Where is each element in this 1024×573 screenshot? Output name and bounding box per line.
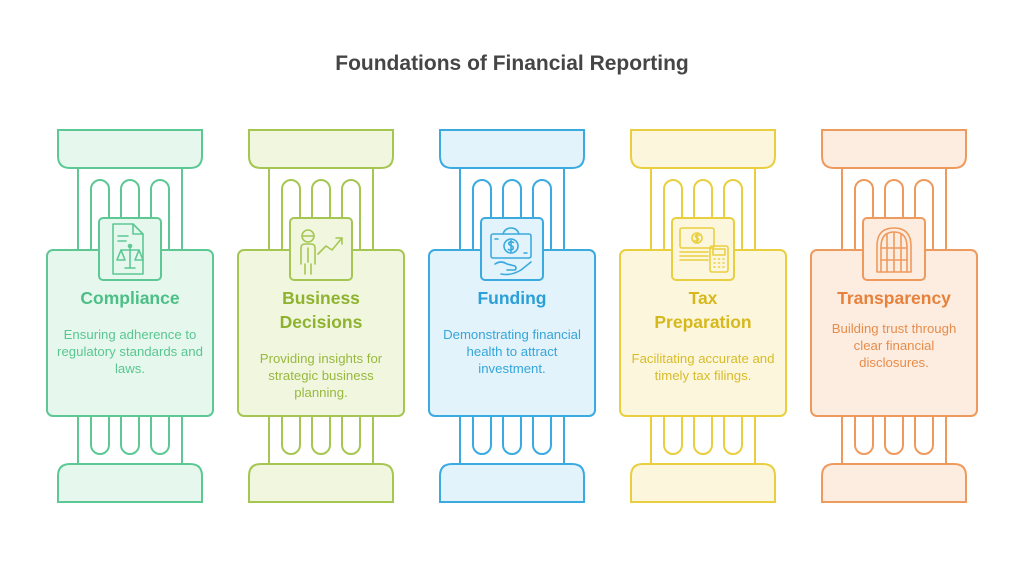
pillar-shape xyxy=(619,129,787,503)
pillar-description: Facilitating accurate and timely tax fil… xyxy=(631,351,775,383)
pillar-transparency: Transparency Building trust through clea… xyxy=(809,128,979,504)
arched-window-icon xyxy=(863,218,925,280)
diagram-title: Foundations of Financial Reporting xyxy=(335,52,689,75)
pillar-description: Ensuring adherence to regulatory standar… xyxy=(57,327,203,376)
pillar-description: Building trust through clear financial d… xyxy=(831,321,957,370)
pillar-business-decisions: Business Decisions Providing insights fo… xyxy=(236,128,406,504)
pillar-funding: Funding Demonstrating financial health t… xyxy=(427,128,597,504)
pillar-shape xyxy=(428,129,596,503)
pillar-heading: Tax Preparation xyxy=(654,288,752,332)
pillar-shape xyxy=(237,129,405,503)
cash-calculator-icon xyxy=(672,218,734,280)
hand-money-icon xyxy=(481,218,543,280)
pillar-shape xyxy=(810,129,978,503)
pillar-heading: Transparency xyxy=(837,288,951,308)
pillar-description: Demonstrating financial health to attrac… xyxy=(443,327,581,376)
pillar-heading: Compliance xyxy=(80,288,180,308)
pillar-heading: Funding xyxy=(477,288,547,308)
pillar-heading: Business Decisions xyxy=(279,288,363,332)
pillar-compliance: Compliance Ensuring adherence to regulat… xyxy=(45,128,215,504)
document-scales-icon xyxy=(99,218,161,280)
person-growth-chart-icon xyxy=(290,218,352,280)
pillar-description: Providing insights for strategic busines… xyxy=(259,351,383,400)
pillar-tax-preparation: Tax Preparation Facilitating accurate an… xyxy=(618,128,788,504)
pillar-shape xyxy=(46,129,214,503)
